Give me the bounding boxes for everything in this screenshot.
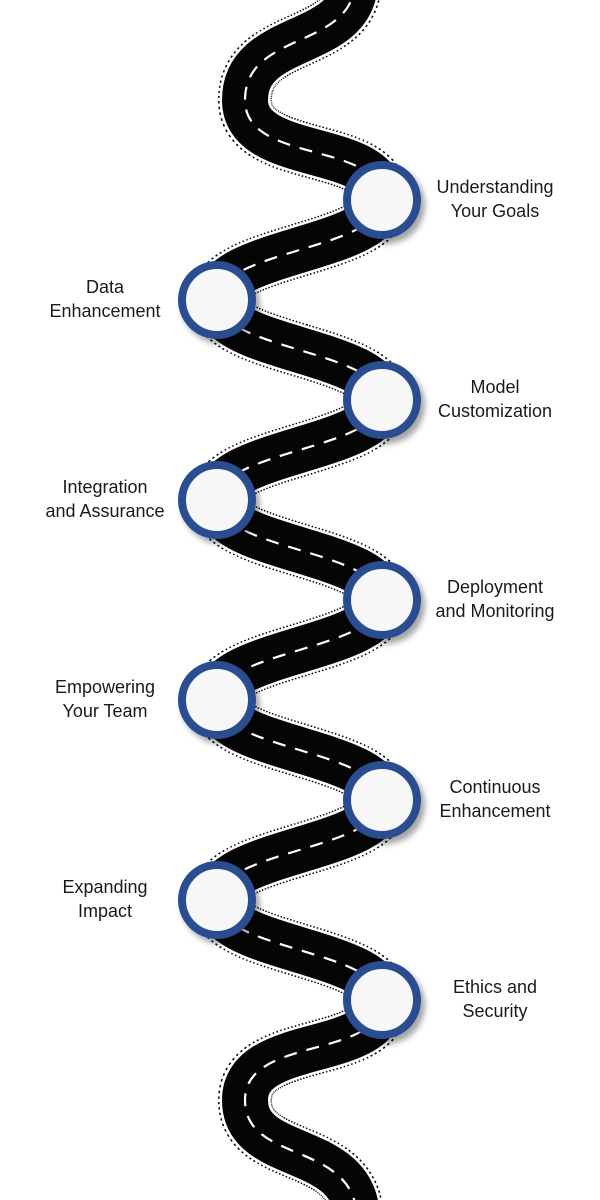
milestone-node	[178, 861, 256, 939]
milestone-label-line1: Continuous	[449, 777, 541, 797]
milestone-label-line2: Security	[462, 1001, 528, 1021]
milestone-circle	[178, 461, 256, 539]
milestone-label-line1: Understanding	[436, 177, 554, 197]
milestone-label-line2: and Monitoring	[435, 601, 555, 621]
milestone-label-line2: Your Team	[62, 701, 148, 721]
milestone-circle	[343, 561, 421, 639]
milestone-label-line1: Model	[470, 377, 520, 397]
milestone-label: Integration and Assurance	[30, 475, 180, 523]
milestone-label-line2: Your Goals	[450, 201, 540, 221]
milestone-circle	[178, 261, 256, 339]
milestone-node	[343, 561, 421, 639]
milestone-node	[343, 761, 421, 839]
milestone-circle	[343, 161, 421, 239]
milestone-circle	[178, 661, 256, 739]
milestone-label-line2: Enhancement	[439, 801, 551, 821]
milestone-label-line1: Data	[85, 277, 125, 297]
milestone-circle	[343, 361, 421, 439]
milestone-label-line1: Integration	[62, 477, 148, 497]
milestone-node	[178, 461, 256, 539]
milestone-node	[343, 361, 421, 439]
milestone-node	[178, 661, 256, 739]
milestone-label-line2: Enhancement	[49, 301, 161, 321]
milestone-label: Deployment and Monitoring	[420, 575, 570, 623]
milestone-node	[178, 261, 256, 339]
milestone-node	[343, 961, 421, 1039]
milestone-label-line1: Deployment	[446, 577, 544, 597]
milestone-label-line1: Ethics and	[452, 977, 538, 997]
milestone-label-line1: Expanding	[62, 877, 148, 897]
milestone-node	[343, 161, 421, 239]
milestone-label-line2: Impact	[77, 901, 133, 921]
milestone-label-line2: Customization	[437, 401, 553, 421]
milestone-label-line1: Empowering	[54, 677, 156, 697]
milestone-circle	[343, 961, 421, 1039]
milestone-label-line2: and Assurance	[45, 501, 165, 521]
milestone-circle	[178, 861, 256, 939]
milestone-circle	[343, 761, 421, 839]
